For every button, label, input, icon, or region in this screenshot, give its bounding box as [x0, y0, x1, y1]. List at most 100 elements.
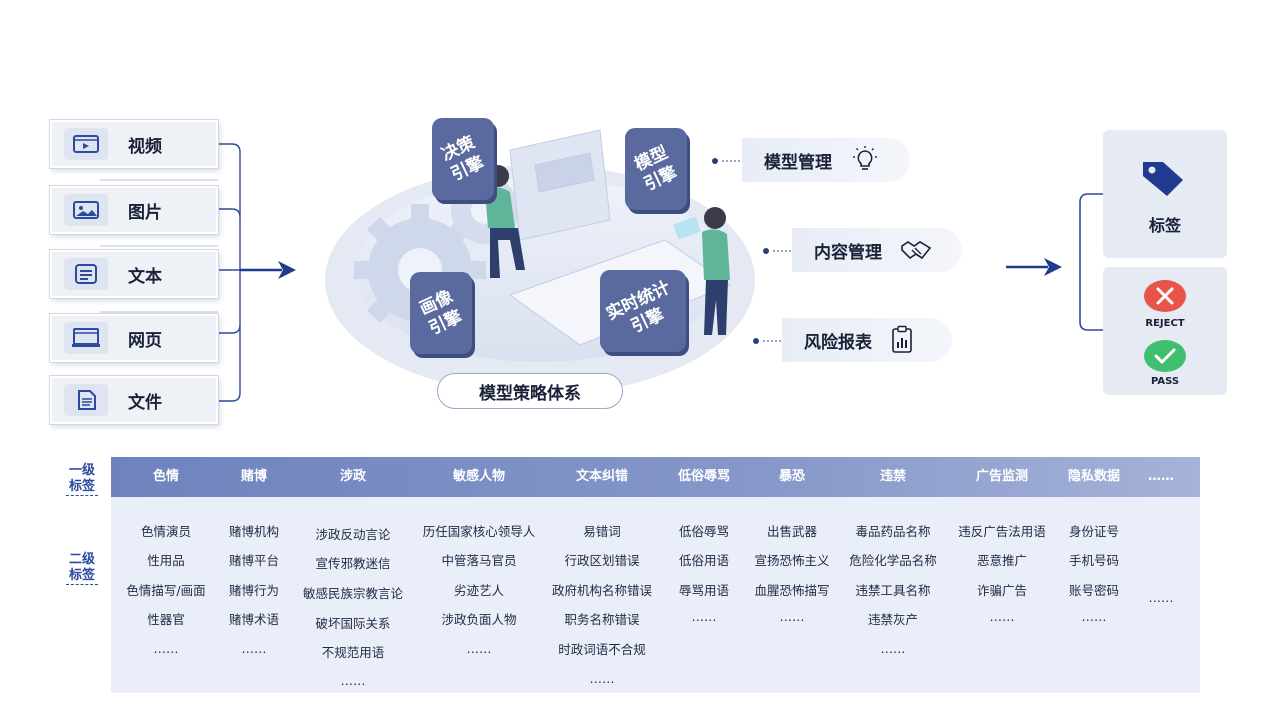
input-file[interactable]: 文件 — [50, 376, 218, 424]
portrait-engine-card: 画像 引擎 — [410, 272, 472, 354]
pass-icon — [1144, 340, 1186, 372]
table-cell: 赌博机构 — [228, 524, 280, 539]
table-cell: 不规范用语 — [321, 645, 385, 660]
dot-connector — [753, 338, 781, 344]
table-cell: 恶意推广 — [976, 553, 1028, 568]
platform-illustration — [325, 129, 755, 395]
input-label: 视频 — [128, 136, 162, 157]
output-bracket — [1079, 193, 1104, 331]
decision-engine-card: 决策 引擎 — [432, 118, 494, 200]
table-cell: …… — [340, 673, 366, 688]
table-cell: …… — [153, 641, 179, 656]
table-cell: …… — [779, 609, 805, 624]
table-cell: 血腥恐怖描写 — [754, 583, 830, 598]
table-cell: 违反广告法用语 — [958, 524, 1046, 539]
content-management-item[interactable]: 内容管理 — [792, 228, 962, 272]
table-cell: 行政区划错误 — [564, 553, 640, 568]
table-cell: 手机号码 — [1068, 553, 1120, 568]
table-cell: 赌博术语 — [228, 612, 280, 627]
table-cell: 宣扬恐怖主义 — [754, 553, 830, 568]
table-column-header: 违禁 — [879, 469, 906, 484]
table-column-header: 敏感人物 — [452, 469, 505, 484]
realtime-engine-card: 实时统计 引擎 — [600, 270, 686, 352]
table-column-header: 赌博 — [240, 469, 267, 484]
table-cell: 性器官 — [147, 612, 185, 627]
pass-label: PASS — [1150, 376, 1180, 387]
table-cell: 低俗辱骂 — [678, 524, 730, 539]
table-cell: 涉政反动言论 — [315, 527, 391, 542]
input-webpage[interactable]: 网页 — [50, 314, 218, 362]
table-cell: 宣传邪教迷信 — [315, 556, 391, 571]
table-cell: …… — [880, 641, 906, 656]
management-label: 模型管理 — [764, 152, 832, 173]
video-icon — [64, 128, 108, 160]
reject-label: REJECT — [1145, 318, 1185, 329]
table-cell: …… — [466, 641, 492, 656]
table-cell: 职务名称错误 — [564, 612, 640, 627]
table-column-header: 广告监测 — [975, 469, 1028, 484]
table-cell: 诈骗广告 — [976, 583, 1028, 598]
table-cell: …… — [989, 609, 1015, 624]
table-cell: 色情演员 — [140, 524, 192, 539]
table-cell: 毒品药品名称 — [855, 524, 931, 539]
table-cell: 违禁工具名称 — [855, 583, 931, 598]
management-label: 内容管理 — [814, 242, 882, 263]
management-label: 风险报表 — [804, 332, 872, 353]
input-label: 文件 — [128, 392, 162, 413]
tag-icon — [1143, 162, 1183, 196]
realtime-engine-label: 实时统计 引擎 — [603, 277, 674, 338]
table-cell: 历任国家核心领导人 — [422, 524, 536, 539]
webpage-icon — [64, 322, 108, 354]
flow-arrow-right-icon — [240, 261, 296, 279]
dot-connector — [763, 248, 791, 254]
level2-label: 二级 标签 — [66, 552, 98, 585]
risk-report-item[interactable]: 风险报表 — [782, 318, 952, 362]
tag-output-card: 标签 — [1103, 130, 1227, 258]
input-video[interactable]: 视频 — [50, 120, 218, 168]
level1-label-text: 一级 标签 — [66, 463, 98, 496]
table-column-header: 低俗辱骂 — [677, 469, 730, 484]
table-cell: …… — [241, 641, 267, 656]
table-cell: …… — [691, 609, 717, 624]
table-cell: 涉政负面人物 — [441, 612, 517, 627]
table-cell: 劣迹艺人 — [453, 583, 505, 598]
table-header: 色情赌博涉政敏感人物文本纠错低俗辱骂暴恐违禁广告监测隐私数据…… — [111, 457, 1200, 497]
table-column-header: 涉政 — [339, 469, 366, 484]
table-cell: 色情描写/画面 — [126, 583, 206, 598]
input-text[interactable]: 文本 — [50, 250, 218, 298]
decision-engine-label: 决策 引擎 — [438, 132, 488, 186]
input-label: 文本 — [128, 266, 162, 287]
table-column-header: 文本纠错 — [575, 469, 628, 484]
portrait-engine-label: 画像 引擎 — [416, 286, 466, 340]
table-cell: 身份证号 — [1068, 524, 1120, 539]
input-sources: 视频 图片 文本 网页 文件 — [48, 118, 248, 428]
level2-label-text: 二级 标签 — [66, 552, 98, 585]
text-icon — [64, 258, 108, 290]
handshake-icon — [900, 236, 932, 264]
dot-connector — [712, 158, 740, 164]
table-cell: 时政词语不合规 — [558, 642, 646, 657]
input-label: 网页 — [128, 330, 162, 351]
table-cell: 辱骂用语 — [678, 583, 730, 598]
table-body: 色情演员性用品色情描写/画面性器官……赌博机构赌博平台赌博行为赌博术语……涉政反… — [111, 497, 1200, 693]
lightbulb-icon — [850, 145, 880, 175]
decision-output-card: REJECT PASS — [1103, 267, 1227, 395]
table-cell: …… — [589, 671, 615, 686]
model-illustration: 决策 引擎 模型 引擎 画像 引擎 实时统计 引擎 — [320, 110, 780, 415]
table-cell: 性用品 — [147, 553, 185, 568]
reject-icon — [1144, 280, 1186, 312]
table-cell: 危险化学品名称 — [849, 553, 937, 568]
table-cell: 敏感民族宗教言论 — [302, 586, 404, 601]
table-cell: 低俗用语 — [678, 553, 730, 568]
table-cell: …… — [1148, 590, 1174, 605]
table-column-header: 暴恐 — [778, 469, 805, 484]
model-engine-card: 模型 引擎 — [625, 128, 687, 210]
report-icon — [890, 325, 914, 355]
model-strategy-system-label: 模型策略体系 — [437, 373, 623, 409]
table-cell: 出售武器 — [766, 524, 818, 539]
table-column-header: …… — [1148, 469, 1174, 484]
input-image[interactable]: 图片 — [50, 186, 218, 234]
table-cell: 破坏国际关系 — [315, 616, 391, 631]
model-management-item[interactable]: 模型管理 — [742, 138, 910, 182]
table-cell: …… — [1081, 609, 1107, 624]
